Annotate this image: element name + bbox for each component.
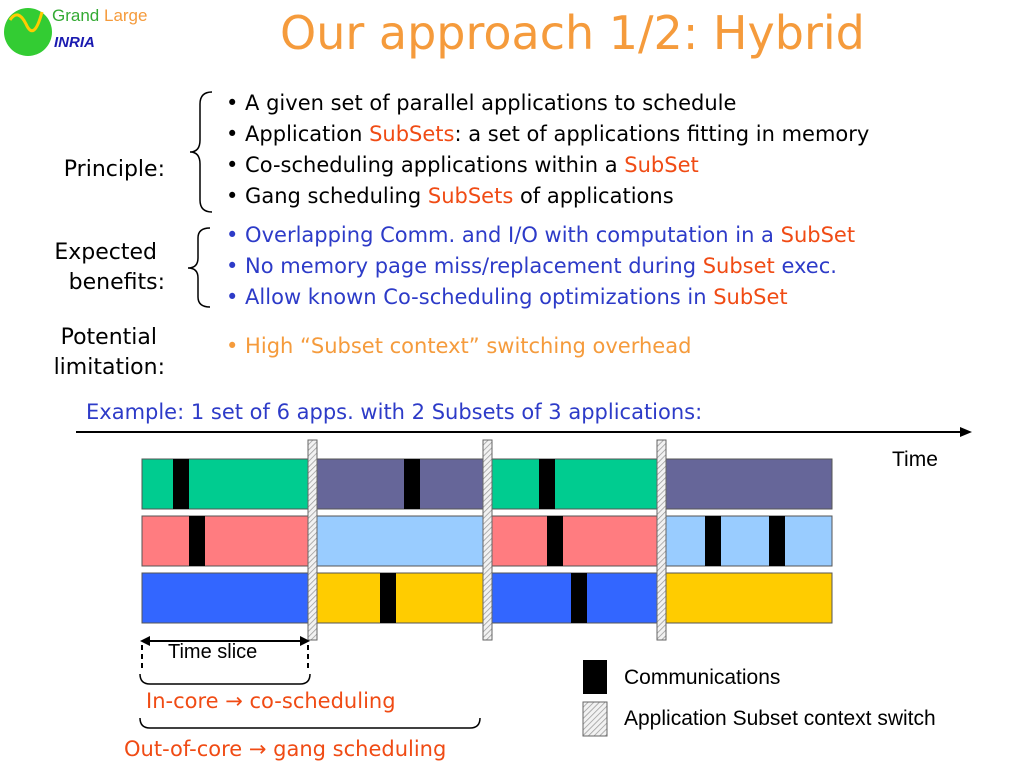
legend-context-switch-label: Application Subset context switch	[624, 707, 936, 730]
comm-block	[571, 573, 587, 623]
principle-bullet-2: • Application SubSets: a set of applicat…	[226, 122, 870, 146]
slice-r1-3	[490, 458, 660, 510]
grand-large-logo	[4, 8, 52, 56]
slice-r2-2	[315, 515, 485, 567]
principle-bullet-1: • A given set of parallel applications t…	[226, 91, 737, 115]
incore-brace	[139, 673, 311, 685]
outcore-label: Out-of-core → gang scheduling	[124, 737, 447, 761]
outcore-brace	[139, 717, 481, 729]
logo-text: Grand Large	[52, 6, 147, 26]
potential-label-line1: Potential	[60, 325, 157, 350]
time-label: Time	[892, 448, 938, 471]
comm-block	[705, 516, 721, 566]
example-caption: Example: 1 set of 6 apps. with 2 Subsets…	[86, 400, 703, 424]
principle-bullet-3: • Co-scheduling applications within a Su…	[226, 153, 699, 177]
incore-label: In-core → co-scheduling	[146, 689, 396, 713]
comm-block	[769, 516, 785, 566]
expected-label-line2: benefits:	[68, 270, 165, 295]
comm-block	[547, 516, 563, 566]
slice-r1-4	[664, 458, 833, 510]
benefit-bullet-1: • Overlapping Comm. and I/O with computa…	[226, 223, 856, 247]
principle-bullet-4: • Gang scheduling SubSets of application…	[226, 184, 674, 208]
slice-r1-2	[315, 458, 485, 510]
time-slice-label: Time slice	[168, 641, 258, 663]
comm-block	[173, 459, 189, 509]
benefits-brace	[187, 227, 211, 308]
slice-r3-2	[315, 572, 485, 624]
slice-r1-1	[141, 458, 310, 510]
benefit-bullet-3: • Allow known Co-scheduling optimization…	[226, 285, 788, 309]
time-slice-arrowhead-right	[300, 636, 310, 646]
legend-communications-swatch	[583, 660, 607, 694]
timeline-arrowhead	[960, 427, 972, 437]
slice-r2-3	[490, 515, 660, 567]
logo-large: Large	[103, 6, 148, 25]
benefit-bullet-2: • No memory page miss/replacement during…	[226, 254, 837, 278]
principle-label: Principle:	[63, 157, 165, 182]
slice-r2-4	[664, 515, 833, 567]
slide-title: Our approach 1/2: Hybrid	[280, 6, 865, 60]
limitation-bullet: • High “Subset context” switching overhe…	[226, 334, 692, 358]
comm-block	[189, 516, 205, 566]
comm-block	[380, 573, 396, 623]
logo-grand: Grand	[52, 6, 100, 25]
legend-communications-label: Communications	[624, 666, 781, 689]
logo-inria: INRIA	[54, 34, 95, 51]
principle-brace	[189, 91, 213, 213]
slice-r3-1	[141, 572, 310, 624]
time-slice-arrowhead-left	[140, 636, 150, 646]
legend-context-switch-swatch	[582, 701, 608, 737]
logo-wave	[8, 11, 44, 33]
comm-block	[539, 459, 555, 509]
slice-r2-1	[141, 515, 310, 567]
comm-block	[404, 459, 420, 509]
context-switch-bar	[656, 439, 667, 641]
slice-r3-4	[664, 572, 833, 624]
context-switch-bar	[482, 439, 493, 641]
expected-label-line1: Expected	[54, 240, 157, 265]
context-switch-bar	[307, 439, 318, 641]
potential-label-line2: limitation:	[53, 355, 165, 380]
